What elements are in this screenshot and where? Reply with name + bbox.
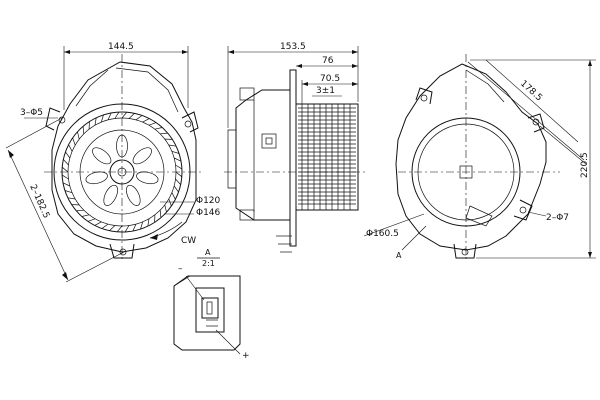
dim-side-c: 3±1 — [316, 86, 335, 96]
dim-span-left: 2–182.5 — [27, 183, 51, 220]
dim-side-a: 76 — [322, 56, 334, 66]
positive-pole-label: + — [242, 351, 250, 361]
rear-dimensions: 178.5 220.5 Φ160.5 A 2–Φ7 — [363, 59, 596, 260]
side-view — [224, 69, 366, 253]
dim-rear-height: 220.5 — [580, 152, 590, 178]
dim-side-total: 153.5 — [280, 42, 306, 52]
rotation-label: CW — [181, 236, 196, 246]
dim-front-width: 144.5 — [108, 42, 134, 52]
dim-holes-right: 2–Φ7 — [546, 213, 569, 223]
negative-pole-label: – — [178, 264, 183, 274]
dim-dia-inner: Φ120 — [196, 196, 221, 206]
front-dimensions: 144.5 3–Φ5 2–182.5 Φ120 Φ146 CW A 2:1 — [5, 42, 221, 283]
dim-side-b: 70.5 — [320, 74, 340, 84]
side-dimensions: 153.5 76 70.5 3±1 — [227, 42, 359, 128]
fan-cage-vanes — [298, 104, 356, 210]
fan-blades — [61, 111, 183, 233]
section-ref-label: A — [205, 248, 211, 257]
section-scale-label: 2:1 — [202, 259, 215, 268]
section-mark-label: A — [396, 251, 402, 260]
dim-holes-left: 3–Φ5 — [20, 108, 43, 118]
connector-detail: – + — [173, 264, 250, 361]
dim-dia-outer: Φ146 — [196, 208, 221, 218]
front-view — [44, 54, 204, 262]
dim-rear-dia: Φ160.5 — [366, 229, 399, 239]
rear-view — [395, 54, 560, 262]
